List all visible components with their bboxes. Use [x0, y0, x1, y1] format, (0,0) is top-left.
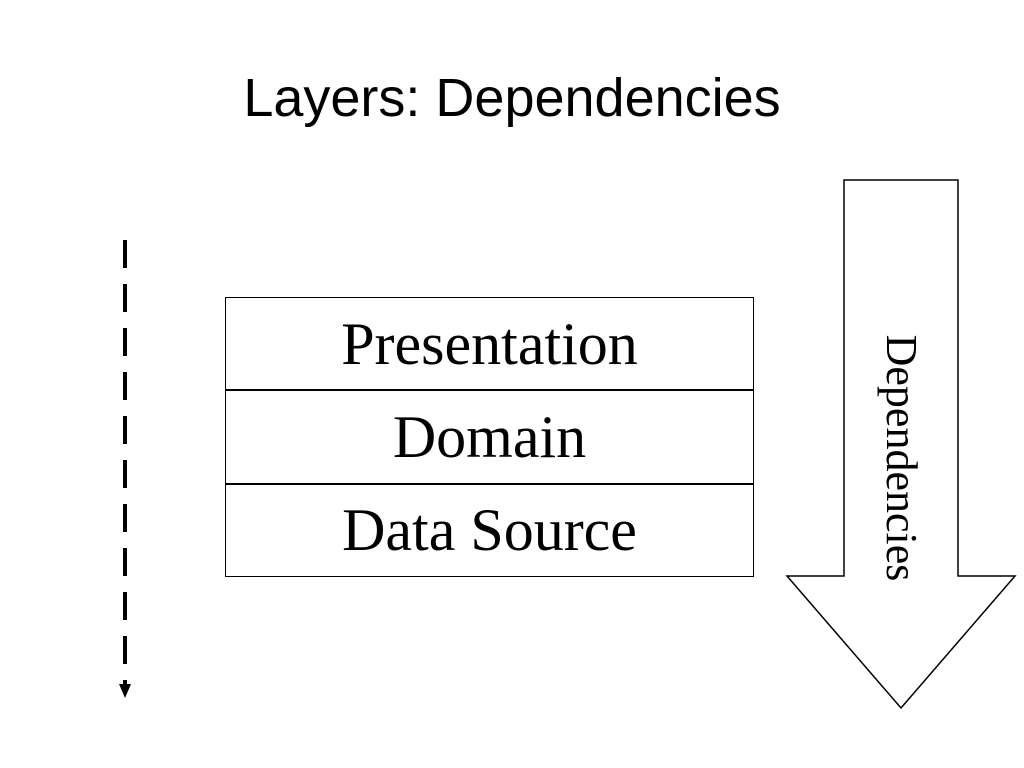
dependencies-block-arrow: Dependencies: [784, 178, 1018, 712]
dashed-down-arrow: [119, 240, 131, 698]
layer-data-source: Data Source: [226, 482, 753, 576]
layer-domain: Domain: [226, 389, 753, 482]
dependencies-label: Dependencies: [877, 334, 926, 582]
layer-stack: Presentation Domain Data Source: [225, 297, 754, 577]
layer-presentation: Presentation: [341, 310, 638, 377]
slide-title: Layers: Dependencies: [243, 68, 781, 128]
block-arrow-shape: [785, 179, 1017, 710]
dashed-arrow-head: [119, 684, 131, 698]
